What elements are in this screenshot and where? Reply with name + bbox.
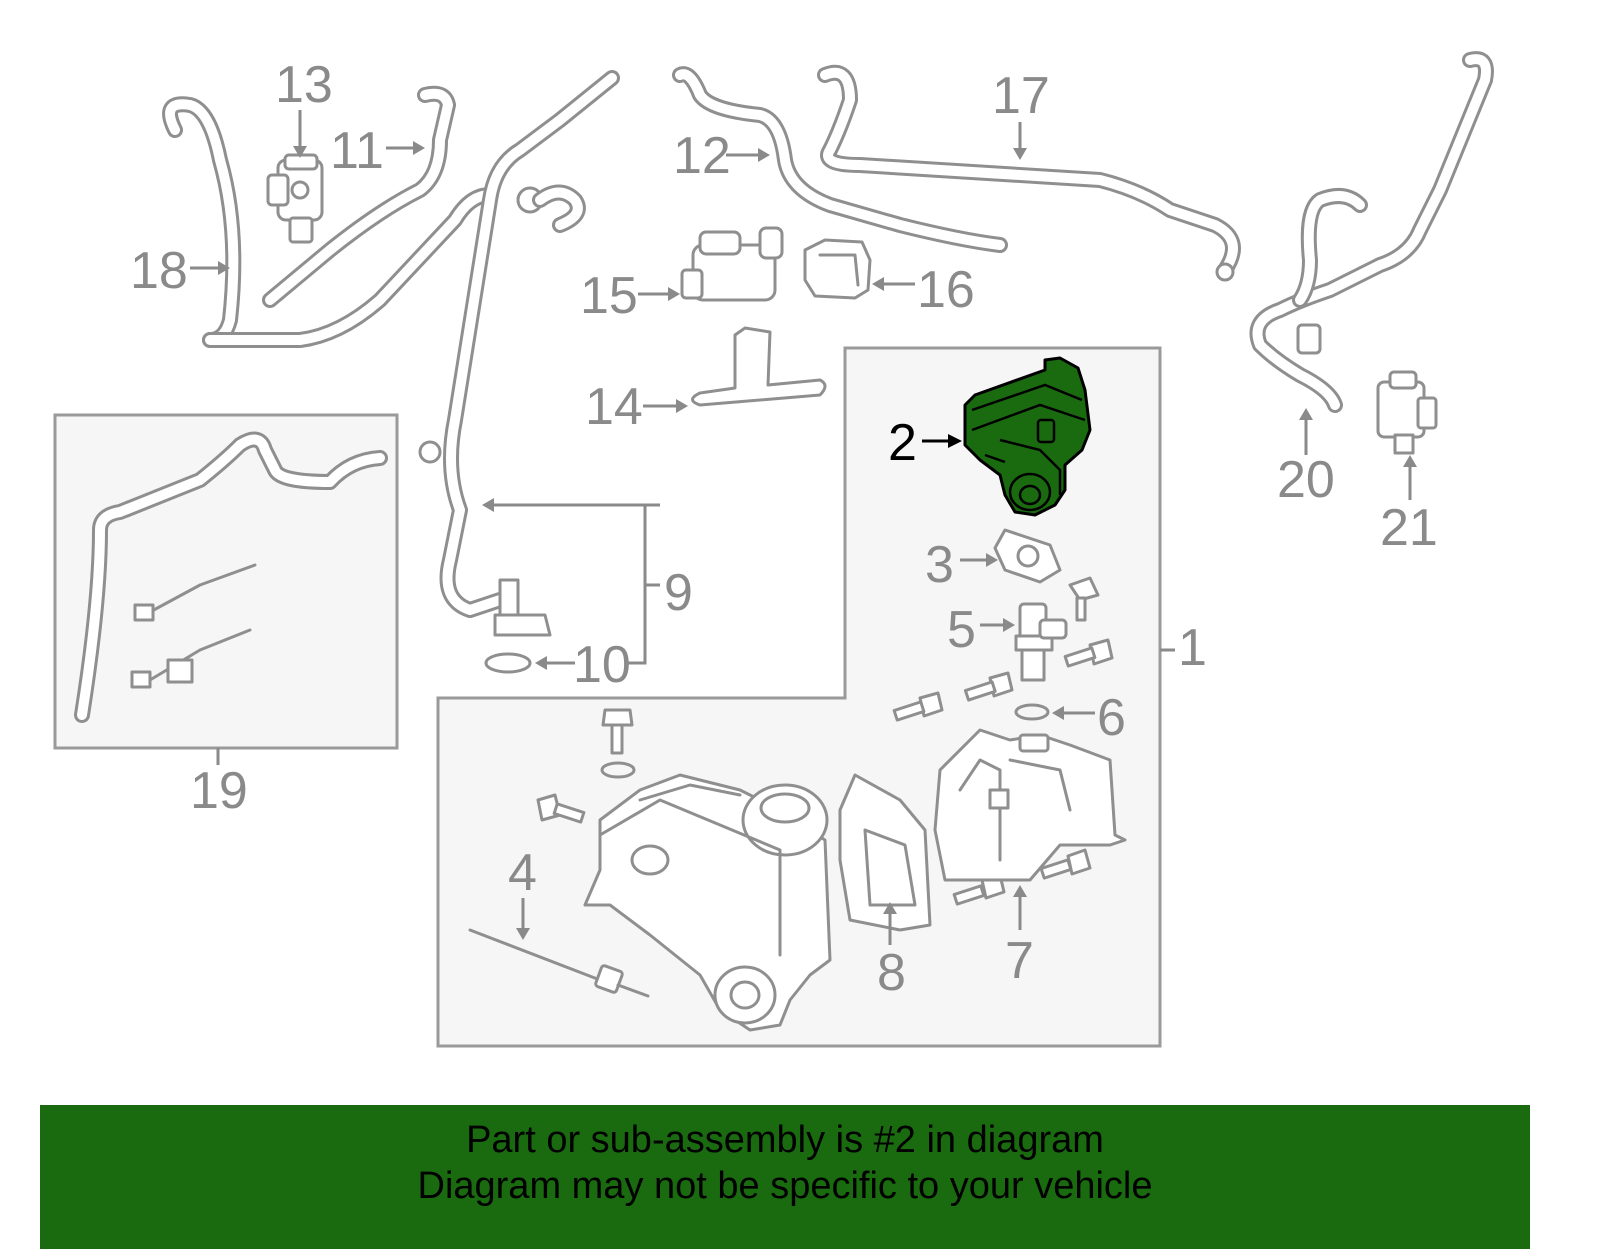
callout-21: 21 [1380, 499, 1438, 557]
callout-4: 4 [508, 844, 537, 902]
callout-2: 2 [888, 414, 917, 472]
callout-19: 19 [190, 762, 248, 820]
banner-disclaimer-text: Diagram may not be specific to your vehi… [417, 1165, 1153, 1207]
valve-21-drawing [1376, 370, 1438, 455]
gasket-3-drawing [993, 528, 1062, 584]
callout-11: 11 [330, 122, 384, 180]
banner-part-text: Part or sub-assembly is #2 in diagram [466, 1119, 1104, 1161]
callout-20: 20 [1277, 451, 1335, 509]
gasket-8-drawing [838, 773, 932, 932]
callout-8: 8 [877, 944, 906, 1002]
callout-18: 18 [130, 242, 188, 300]
callout-13: 13 [275, 56, 333, 114]
leader-arrows [190, 110, 1417, 945]
rod-4-drawing [468, 928, 650, 998]
cooler-drawing [583, 773, 832, 1032]
hose-11-drawing [262, 85, 456, 308]
hose-12-drawing [672, 66, 1008, 253]
oring-6-drawing [1014, 703, 1050, 721]
callout-16: 16 [917, 261, 975, 319]
info-banner: Part or sub-assembly is #2 in diagram Di… [40, 1105, 1530, 1249]
cap-16-drawing [803, 238, 872, 300]
pipe-9-drawing [418, 70, 620, 674]
callout-5: 5 [947, 601, 976, 659]
hose-18-drawing [162, 96, 498, 348]
callout-7: 7 [1005, 932, 1034, 990]
bracket-14-drawing [691, 326, 827, 407]
housing-7-drawing [933, 728, 1127, 882]
callout-14: 14 [585, 378, 643, 436]
hose-17-drawing [817, 64, 1241, 282]
harness-19-drawing [74, 431, 388, 723]
callout-9: 9 [664, 564, 693, 622]
callout-17: 17 [992, 67, 1050, 125]
callout-1: 1 [1178, 619, 1207, 677]
valve-15-drawing [680, 226, 784, 302]
callout-15: 15 [580, 267, 638, 325]
callout-6: 6 [1097, 689, 1126, 747]
hose-20-drawing [1249, 51, 1494, 413]
callout-10: 10 [573, 636, 631, 694]
sensor-5-drawing [1014, 602, 1068, 682]
valve-13-drawing [266, 153, 324, 244]
bolts-drawing [536, 576, 1114, 906]
callout-12: 12 [673, 127, 731, 185]
callout-3: 3 [925, 536, 954, 594]
actuator-2-highlighted[interactable] [963, 356, 1092, 517]
